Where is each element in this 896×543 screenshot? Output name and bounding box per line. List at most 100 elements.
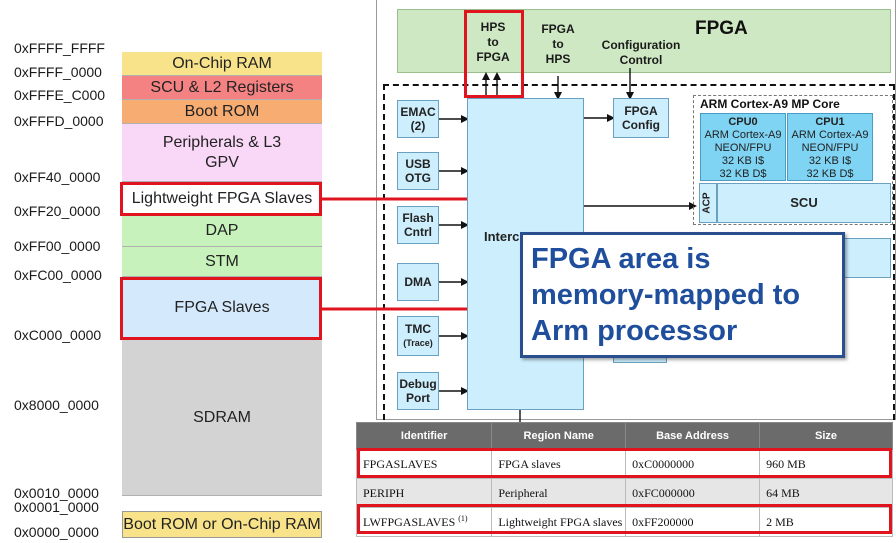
cell-size: 64 MB bbox=[759, 478, 893, 508]
memory-block-stm: STM bbox=[122, 247, 322, 277]
scu-label: SCU bbox=[790, 195, 818, 210]
address-label: 0x8000_0000 bbox=[14, 397, 99, 413]
label-line: Configuration bbox=[601, 38, 681, 52]
address-label: 0x0000_0000 bbox=[14, 524, 99, 540]
label-line: Control bbox=[619, 53, 663, 67]
arrowhead bbox=[554, 92, 562, 100]
column-header: Base Address bbox=[625, 422, 761, 450]
label-line: Port bbox=[406, 391, 430, 405]
memory-block-dap: DAP bbox=[122, 216, 322, 247]
flash-cntrl-block: Flash Cntrl bbox=[397, 206, 439, 244]
label-line: (2) bbox=[410, 119, 426, 133]
usb-otg-block: USB OTG bbox=[397, 152, 439, 190]
address-label: 0xFFFF_FFFF bbox=[14, 40, 105, 56]
memory-map: 0xFFFF_FFFF 0xFFFF_0000 0xFFFE_C000 0xFF… bbox=[0, 0, 340, 543]
fpga-fabric-bar bbox=[397, 9, 891, 73]
arrowhead bbox=[461, 221, 469, 229]
identifier-text: LWFPGASLAVES bbox=[363, 515, 456, 529]
label-line: USB bbox=[405, 157, 431, 171]
callout-line: FPGA area is bbox=[531, 243, 711, 275]
label-line: to bbox=[487, 35, 499, 49]
fpga-to-hps-label: FPGA to HPS bbox=[530, 22, 586, 67]
label-line: NEON/FPU bbox=[714, 142, 772, 154]
label-line: OTG bbox=[405, 171, 431, 185]
address-label: 0xFF00_0000 bbox=[14, 238, 101, 254]
footnote-marker: (1) bbox=[458, 514, 468, 523]
highlight-fpga-slaves bbox=[120, 277, 322, 340]
acp-block: ACP bbox=[699, 183, 717, 223]
highlight-lw-fpga-slaves bbox=[120, 182, 322, 216]
arrowhead bbox=[626, 92, 634, 100]
address-label: 0x0010_0000 bbox=[14, 485, 99, 501]
label-line: FPGA bbox=[624, 104, 658, 118]
callout-line: memory-mapped to bbox=[531, 279, 801, 311]
hps-to-fpga-label: HPS to FPGA bbox=[466, 20, 520, 65]
debug-port-block: Debug Port bbox=[397, 372, 439, 410]
label-line: NEON/FPU bbox=[801, 142, 859, 154]
fpga-title: FPGA bbox=[695, 18, 748, 39]
fpga-config-block: FPGA Config bbox=[613, 98, 669, 138]
identifier-text: FPGASLAVES bbox=[363, 456, 438, 471]
label-line: FPGA bbox=[476, 50, 510, 64]
highlight-row-lwfpgaslaves bbox=[357, 504, 892, 534]
identifier-text: PERIPH bbox=[363, 485, 405, 500]
cpu1-block: CPU1 ARM Cortex-A9 NEON/FPU 32 KB I$ 32 … bbox=[787, 113, 873, 181]
cpu-title: CPU0 bbox=[728, 116, 758, 128]
cell-region: FPGA slaves bbox=[491, 449, 627, 479]
memory-block-peripherals: Peripherals & L3 GPV bbox=[122, 124, 322, 182]
hps-region-dashed bbox=[383, 84, 895, 420]
memory-block-onchip-ram: On-Chip RAM bbox=[122, 52, 322, 76]
label-line: EMAC bbox=[400, 105, 436, 119]
tmc-block: TMC (Trace) bbox=[397, 316, 439, 356]
label-line: 32 KB I$ bbox=[808, 155, 852, 167]
address-label: 0xFFFF_0000 bbox=[14, 64, 102, 80]
arrowhead bbox=[461, 332, 469, 340]
label-line: HPS bbox=[545, 52, 571, 66]
arrowhead bbox=[461, 387, 469, 395]
memory-block-lw-fpga-slaves: Lightweight FPGA Slaves bbox=[122, 182, 322, 216]
label-line: FPGA bbox=[541, 22, 575, 36]
label-line: ARM Cortex-A9 bbox=[704, 129, 782, 141]
callout-box: FPGA area is memory-mapped to Arm proces… bbox=[520, 232, 845, 358]
arrowhead bbox=[607, 114, 615, 122]
emac-block: EMAC (2) bbox=[397, 100, 439, 138]
address-label: 0xFC00_0000 bbox=[14, 267, 102, 283]
memory-block-fpga-slaves: FPGA Slaves bbox=[122, 277, 322, 340]
memory-block-boot-rom-or-ram: Boot ROM or On-Chip RAM bbox=[122, 511, 322, 538]
highlight-hps-to-fpga bbox=[464, 10, 524, 98]
label-line: DMA bbox=[404, 275, 432, 289]
cell-identifier: PERIPH bbox=[355, 478, 493, 508]
arrowhead bbox=[461, 167, 469, 175]
address-label: 0xFFFE_C000 bbox=[14, 87, 106, 103]
label-line: HPS bbox=[480, 20, 506, 34]
label-line: 32 KB D$ bbox=[719, 168, 767, 180]
label-line: 32 KB D$ bbox=[806, 168, 854, 180]
arm-core-title: ARM Cortex-A9 MP Core bbox=[700, 97, 840, 111]
scu-block: SCU bbox=[717, 183, 891, 223]
cpu0-block: CPU0 ARM Cortex-A9 NEON/FPU 32 KB I$ 32 … bbox=[700, 113, 786, 181]
label-line: ARM Cortex-A9 bbox=[791, 129, 869, 141]
cell-base-address: 0xFC000000 bbox=[625, 478, 761, 508]
column-header: Identifier bbox=[355, 422, 493, 450]
label-line: 32 KB I$ bbox=[721, 155, 765, 167]
label-line: Cntrl bbox=[404, 225, 432, 239]
configuration-control-label: Configuration Control bbox=[594, 38, 688, 68]
arm-cortex-a9-region bbox=[693, 95, 893, 225]
highlight-row-fpgaslaves bbox=[357, 448, 892, 478]
label-line: TMC bbox=[405, 322, 431, 336]
column-header: Region Name bbox=[491, 422, 627, 450]
arrowhead bbox=[461, 115, 469, 123]
arrowhead bbox=[482, 72, 490, 80]
address-label: 0xC000_0000 bbox=[14, 327, 102, 343]
interconnect-label: Interc bbox=[484, 229, 520, 244]
label-line: (Trace) bbox=[403, 338, 433, 348]
address-label: 0xFF40_0000 bbox=[14, 169, 101, 185]
address-label: 0xFFFD_0000 bbox=[14, 113, 104, 129]
label-line: Flash bbox=[402, 211, 434, 225]
column-header: Size bbox=[759, 422, 893, 450]
label-line: to bbox=[552, 37, 564, 51]
address-label: 0x0001_0000 bbox=[14, 499, 99, 515]
table-header-row: Identifier Region Name Base Address Size bbox=[355, 422, 893, 450]
arrowhead bbox=[461, 278, 469, 286]
address-label: 0xFF20_0000 bbox=[14, 203, 101, 219]
